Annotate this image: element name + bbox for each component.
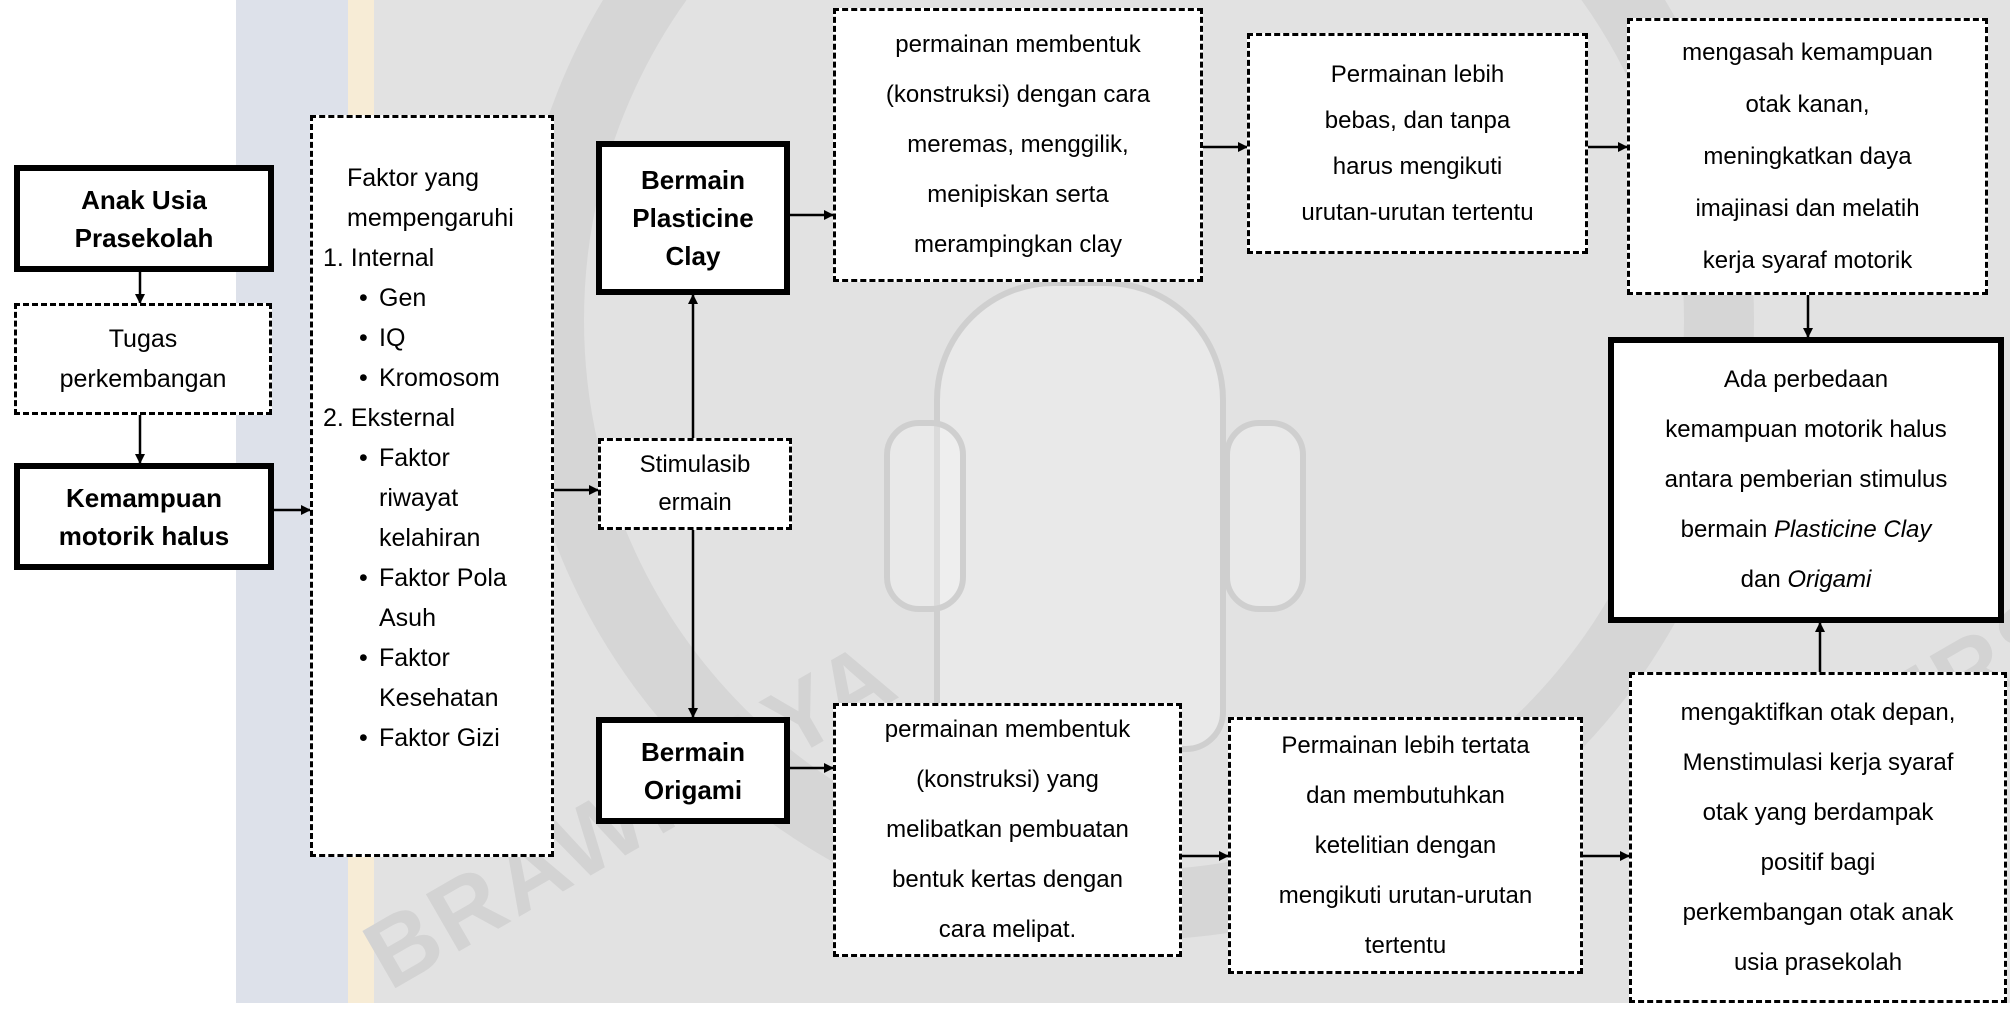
- bermain-origami-box: Bermain Origami: [596, 717, 790, 824]
- origami-ordered-play-box: Permainan lebih tertata dan membutuhkan …: [1228, 717, 1583, 974]
- box-line: melibatkan pembuatan: [886, 816, 1129, 843]
- box-line: perkembangan: [59, 365, 227, 393]
- internal-item: • Kromosom: [359, 358, 500, 398]
- result-line: bermain Plasticine Clay: [1681, 505, 1932, 555]
- bullet-mark: •: [359, 444, 368, 472]
- box-line: Anak Usia: [81, 184, 207, 215]
- box-line: Plasticine: [632, 203, 754, 233]
- box-line: Stimulasib: [639, 451, 751, 478]
- clay-description-box: permainan membentuk (konstruksi) dengan …: [833, 8, 1203, 282]
- box-line: positif bagi: [1760, 848, 1876, 876]
- tugas-perkembangan-box: Tugas perkembangan: [14, 303, 272, 415]
- bullet-mark: •: [359, 564, 368, 592]
- eksternal-item-line: riwayat: [379, 484, 459, 512]
- box-line: Bermain: [640, 736, 746, 767]
- box-line: meningkatkan daya: [1703, 142, 1912, 170]
- bullet-mark: •: [359, 364, 368, 392]
- result-text: bermain: [1680, 516, 1774, 543]
- box-line: perkembangan otak anak: [1682, 898, 1954, 926]
- eksternal-item-line: Asuh: [379, 604, 436, 632]
- eksternal-item-line: Faktor: [379, 644, 450, 672]
- box-line: dan membutuhkan: [1306, 781, 1505, 809]
- box-line: otak kanan,: [1745, 90, 1870, 118]
- box-line: (konstruksi) yang: [916, 766, 1099, 793]
- box-line: Permainan lebih tertata: [1281, 731, 1530, 759]
- internal-label: 1. Internal: [323, 244, 435, 272]
- box-line: usia prasekolah: [1733, 948, 1903, 976]
- bullet-mark: •: [359, 284, 368, 312]
- box-line: meremas, menggilik,: [907, 131, 1129, 158]
- result-line: dan Origami: [1741, 555, 1872, 605]
- result-text: dan: [1740, 566, 1788, 593]
- result-italic-term: Origami: [1787, 566, 1872, 593]
- eksternal-item-line: Faktor: [379, 444, 450, 472]
- box-line: bebas, dan tanpa: [1324, 106, 1511, 134]
- box-line: Tugas: [108, 325, 178, 353]
- box-line: harus mengikuti: [1332, 152, 1503, 180]
- faktor-mempengaruhi-box: Faktor yang mempengaruhi 1. Internal • Ge…: [310, 115, 554, 857]
- eksternal-label: 2. Eksternal: [323, 404, 456, 432]
- faktor-intro-line: Faktor yang: [347, 164, 480, 192]
- box-line: imajinasi dan melatih: [1695, 194, 1920, 222]
- result-italic-term: Plasticine Clay: [1773, 516, 1932, 543]
- internal-item-label: Gen: [379, 284, 427, 312]
- box-line: mengikuti urutan-urutan: [1278, 881, 1533, 909]
- box-line: Prasekolah: [74, 222, 214, 253]
- box-line: Kemampuan: [65, 482, 223, 513]
- result-line: kemampuan motorik halus: [1665, 416, 1947, 443]
- box-line: permainan membentuk: [895, 31, 1141, 58]
- box-line: mengasah kemampuan: [1682, 38, 1933, 66]
- bullet-mark: •: [359, 644, 368, 672]
- box-line: menipiskan serta: [927, 181, 1109, 208]
- clay-effect-box: mengasah kemampuan otak kanan, meningkat…: [1627, 18, 1988, 295]
- internal-item-label: Kromosom: [379, 364, 500, 392]
- box-line: cara melipat.: [938, 916, 1077, 943]
- internal-item-label: IQ: [379, 324, 406, 352]
- box-line: urutan-urutan tertentu: [1301, 198, 1534, 226]
- box-line: (konstruksi) dengan cara: [885, 81, 1151, 108]
- result-line: antara pemberian stimulus: [1664, 466, 1948, 493]
- eksternal-item-line: Faktor Pola: [379, 564, 507, 592]
- box-line: ketelitian dengan: [1314, 831, 1497, 859]
- box-line: Bermain: [640, 165, 746, 195]
- watermark-right-figure: [1224, 420, 1306, 612]
- bermain-plasticine-clay-box: Bermain Plasticine Clay: [596, 141, 790, 295]
- faktor-intro-line: mempengaruhi: [347, 204, 514, 232]
- box-line: ermain: [658, 489, 732, 516]
- eksternal-item-line: kelahiran: [379, 524, 481, 552]
- box-line: bentuk kertas dengan: [892, 866, 1123, 893]
- anak-usia-prasekolah-box: Anak Usia Prasekolah: [14, 165, 274, 272]
- origami-description-box: permainan membentuk (konstruksi) yang me…: [833, 703, 1182, 957]
- box-line: Origami: [643, 774, 743, 805]
- box-line: permainan membentuk: [884, 716, 1131, 743]
- kemampuan-motorik-halus-box: Kemampuan motorik halus: [14, 463, 274, 570]
- box-line: Permainan lebih: [1330, 60, 1505, 88]
- eksternal-item: • Faktor Gizi: [359, 718, 507, 758]
- box-line: kerja syaraf motorik: [1702, 246, 1913, 274]
- watermark-left-figure: [884, 420, 966, 612]
- box-line: tertentu: [1364, 931, 1447, 959]
- internal-item: • IQ: [359, 318, 500, 358]
- eksternal-item: • Faktor riwayat kelahiran: [359, 438, 507, 558]
- box-line: mengaktifkan otak depan,: [1680, 698, 1956, 726]
- bullet-mark: •: [359, 324, 368, 352]
- eksternal-item-line: Kesehatan: [379, 684, 499, 712]
- result-box: Ada perbedaan kemampuan motorik halus an…: [1608, 337, 2004, 623]
- box-line: merampingkan clay: [913, 231, 1123, 258]
- stimulasi-bermain-box: Stimulasib ermain: [598, 438, 792, 530]
- box-line: motorik halus: [58, 520, 230, 551]
- bullet-mark: •: [359, 724, 368, 752]
- eksternal-item-line: Faktor Gizi: [379, 724, 500, 752]
- box-line: Clay: [665, 241, 721, 271]
- origami-effect-box: mengaktifkan otak depan, Menstimulasi ke…: [1629, 672, 2007, 1003]
- internal-item: • Gen: [359, 278, 500, 318]
- box-line: otak yang berdampak: [1702, 798, 1934, 826]
- clay-free-play-box: Permainan lebih bebas, dan tanpa harus m…: [1247, 33, 1588, 254]
- result-line: Ada perbedaan: [1723, 366, 1889, 393]
- box-line: Menstimulasi kerja syaraf: [1682, 748, 1954, 776]
